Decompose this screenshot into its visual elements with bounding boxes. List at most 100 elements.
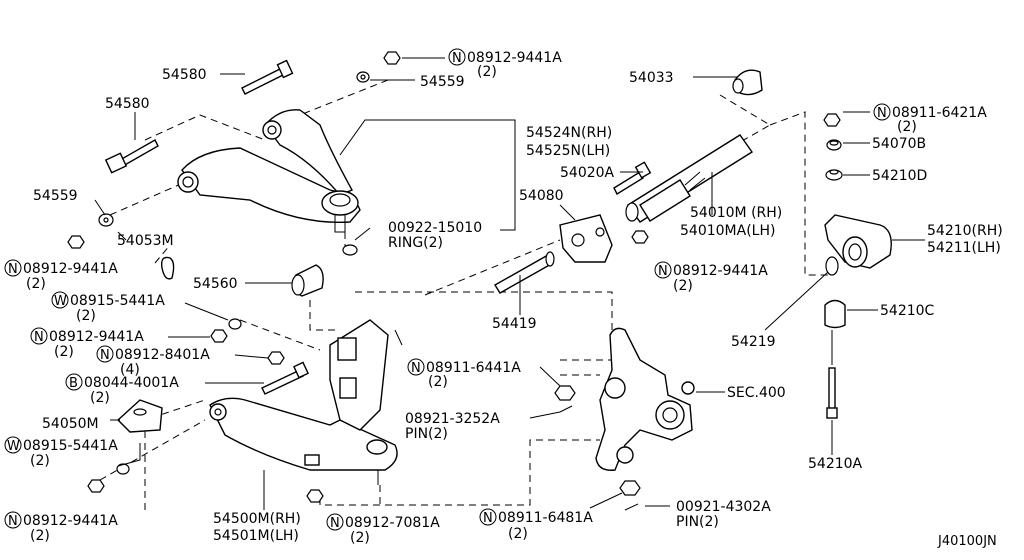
diagram-id: J40100JN: [937, 534, 997, 549]
washer-54070B: [826, 139, 842, 151]
label-54559-left: 54559: [33, 188, 78, 204]
label-54050M: 54050M: [42, 416, 99, 432]
svg-text:08911-6481A: 08911-6481A: [498, 510, 593, 526]
lower-control-arm: [209, 319, 403, 485]
label-54010M: 54010M (RH): [690, 205, 782, 221]
callout-08912-9441A-bottom: N 08912-9441A (2): [4, 511, 118, 544]
svg-text:N: N: [411, 361, 421, 376]
label-54070B: 54070B: [872, 136, 926, 152]
label-54053M: 54053M: [117, 233, 174, 249]
svg-text:N: N: [452, 51, 462, 66]
svg-text:(2): (2): [508, 526, 528, 542]
label-54033: 54033: [629, 70, 674, 86]
nut-9441A-mid: [631, 230, 649, 244]
label-00921-4302A: 00921-4302A: [676, 499, 771, 515]
washer-54559-left: [98, 213, 114, 227]
svg-text:W: W: [7, 439, 20, 454]
label-54419: 54419: [492, 316, 537, 332]
svg-text:N: N: [877, 106, 887, 121]
assembly-dashed-lines: [99, 79, 828, 510]
nut-upper-left: [67, 235, 85, 249]
label-54525N: 54525N(LH): [526, 143, 610, 159]
label-54559-top: 54559: [420, 74, 465, 90]
bolt-54020A: [613, 161, 652, 195]
shock-cap-54033: [732, 69, 763, 96]
washer-54559-top: [356, 71, 370, 83]
callout-08911-6481A: N 08911-6481A (2): [479, 508, 593, 542]
bracket-54050M: [116, 399, 163, 433]
bushing-54560: [291, 264, 324, 297]
svg-text:08911-6421A: 08911-6421A: [892, 105, 987, 121]
washer-5441A-b: [116, 463, 130, 475]
label-pin-2-a: PIN(2): [405, 426, 448, 442]
label-54080: 54080: [519, 188, 564, 204]
label-54210A: 54210A: [808, 456, 863, 472]
svg-text:N: N: [8, 262, 18, 277]
svg-text:(2): (2): [54, 344, 74, 360]
label-ring-2: RING(2): [388, 235, 443, 251]
callout-08044-4001A: B 08044-4001A (2): [65, 373, 179, 406]
svg-text:(2): (2): [477, 64, 497, 80]
pin-08921: [559, 405, 573, 413]
ring-00922: [342, 244, 358, 256]
leader-lines: [94, 57, 925, 510]
label-08921-3252A: 08921-3252A: [405, 411, 500, 427]
svg-text:(2): (2): [428, 374, 448, 390]
callout-08912-9441A-top: N 08912-9441A (2): [448, 48, 562, 80]
nut-7081A: [306, 489, 324, 503]
label-54010MA: 54010MA(LH): [680, 223, 775, 239]
bolt-54580-top: [241, 59, 294, 95]
svg-text:08912-8401A: 08912-8401A: [115, 347, 210, 363]
label-54020A: 54020A: [560, 165, 615, 181]
svg-text:N: N: [483, 511, 493, 526]
label-54210C: 54210C: [880, 303, 935, 319]
bushing-54210C: [824, 299, 846, 329]
upper-control-arm: [177, 109, 361, 233]
svg-text:08912-9441A: 08912-9441A: [23, 513, 118, 529]
svg-text:08915-5441A: 08915-5441A: [23, 438, 118, 454]
svg-text:08915-5441A: 08915-5441A: [70, 293, 165, 309]
label-54210-rh: 54210(RH): [927, 223, 1003, 239]
label-54211-lh: 54211(LH): [927, 240, 1001, 256]
callout-08912-8401A: N 08912-8401A (4): [96, 345, 210, 378]
svg-text:(2): (2): [26, 276, 46, 292]
label-sec-400: SEC.400: [727, 385, 786, 401]
nut-9441A-bottom: [87, 479, 105, 493]
nut-8401A: [267, 351, 285, 365]
label-00922-15010: 00922-15010: [388, 220, 482, 236]
svg-text:(2): (2): [350, 530, 370, 546]
bolt-54210A: [826, 330, 838, 419]
nut-6441A: [554, 385, 576, 401]
callout-08915-5441A-b: W 08915-5441A (2): [4, 436, 118, 469]
svg-text:(2): (2): [30, 528, 50, 544]
callout-08912-9441A-c: N 08912-9441A (2): [30, 327, 144, 360]
bolt-08044: [261, 361, 309, 395]
label-54500M: 54500M(RH): [213, 511, 301, 527]
label-pin-2-b: PIN(2): [676, 514, 719, 530]
bolt-54419: [494, 251, 555, 294]
label-54501M: 54501M(LH): [213, 528, 299, 544]
svg-text:08044-4001A: 08044-4001A: [84, 375, 179, 391]
svg-text:N: N: [100, 348, 110, 363]
stabilizer-link-54210: [824, 214, 892, 269]
bump-stop-54053M: [160, 256, 175, 280]
label-54219: 54219: [731, 334, 776, 350]
svg-text:08912-9441A: 08912-9441A: [467, 50, 562, 66]
label-54524N: 54524N(RH): [526, 125, 612, 141]
nut-6481A: [619, 480, 641, 496]
svg-text:B: B: [69, 376, 78, 391]
svg-text:(4): (4): [120, 362, 140, 378]
svg-text:(2): (2): [30, 453, 50, 469]
callout-08912-9441A-left: N 08912-9441A (2): [4, 259, 118, 292]
svg-text:(2): (2): [76, 308, 96, 324]
svg-text:(2): (2): [897, 119, 917, 135]
svg-text:W: W: [54, 294, 67, 309]
bolt-54580-left: [104, 139, 159, 174]
svg-text:08912-9441A: 08912-9441A: [23, 261, 118, 277]
svg-text:N: N: [330, 516, 340, 531]
svg-text:N: N: [658, 264, 668, 279]
nut-upper-top: [383, 51, 401, 65]
bushing-54210D: [825, 169, 843, 181]
svg-text:08912-9441A: 08912-9441A: [673, 263, 768, 279]
